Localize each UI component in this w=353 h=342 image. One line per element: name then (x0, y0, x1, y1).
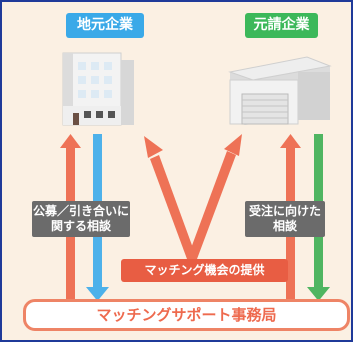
prime-company-tag: 元請企業 (245, 13, 318, 38)
left-consultation-line2: 関する相談 (50, 219, 111, 233)
local-company-tag: 地元企業 (66, 13, 144, 38)
right-consultation-line2: 相談 (272, 219, 297, 233)
diagram-artwork (60, 52, 332, 301)
left-consultation-line1: 公募／引き合いに (32, 204, 129, 218)
matching-opportunity-label: マッチング機会の提供 (121, 259, 288, 282)
arrow-v-left-red (144, 136, 197, 259)
local-company-building-icon (62, 52, 134, 126)
prime-company-building-icon (228, 56, 332, 125)
right-consultation-line1: 受注に向けた (248, 204, 321, 218)
left-consultation-label: 公募／引き合いに 関する相談 (32, 201, 130, 237)
matching-support-office-bar: マッチングサポート事務局 (23, 299, 350, 331)
right-consultation-label: 受注に向けた 相談 (245, 201, 325, 237)
arrow-v-right-red (187, 134, 242, 259)
